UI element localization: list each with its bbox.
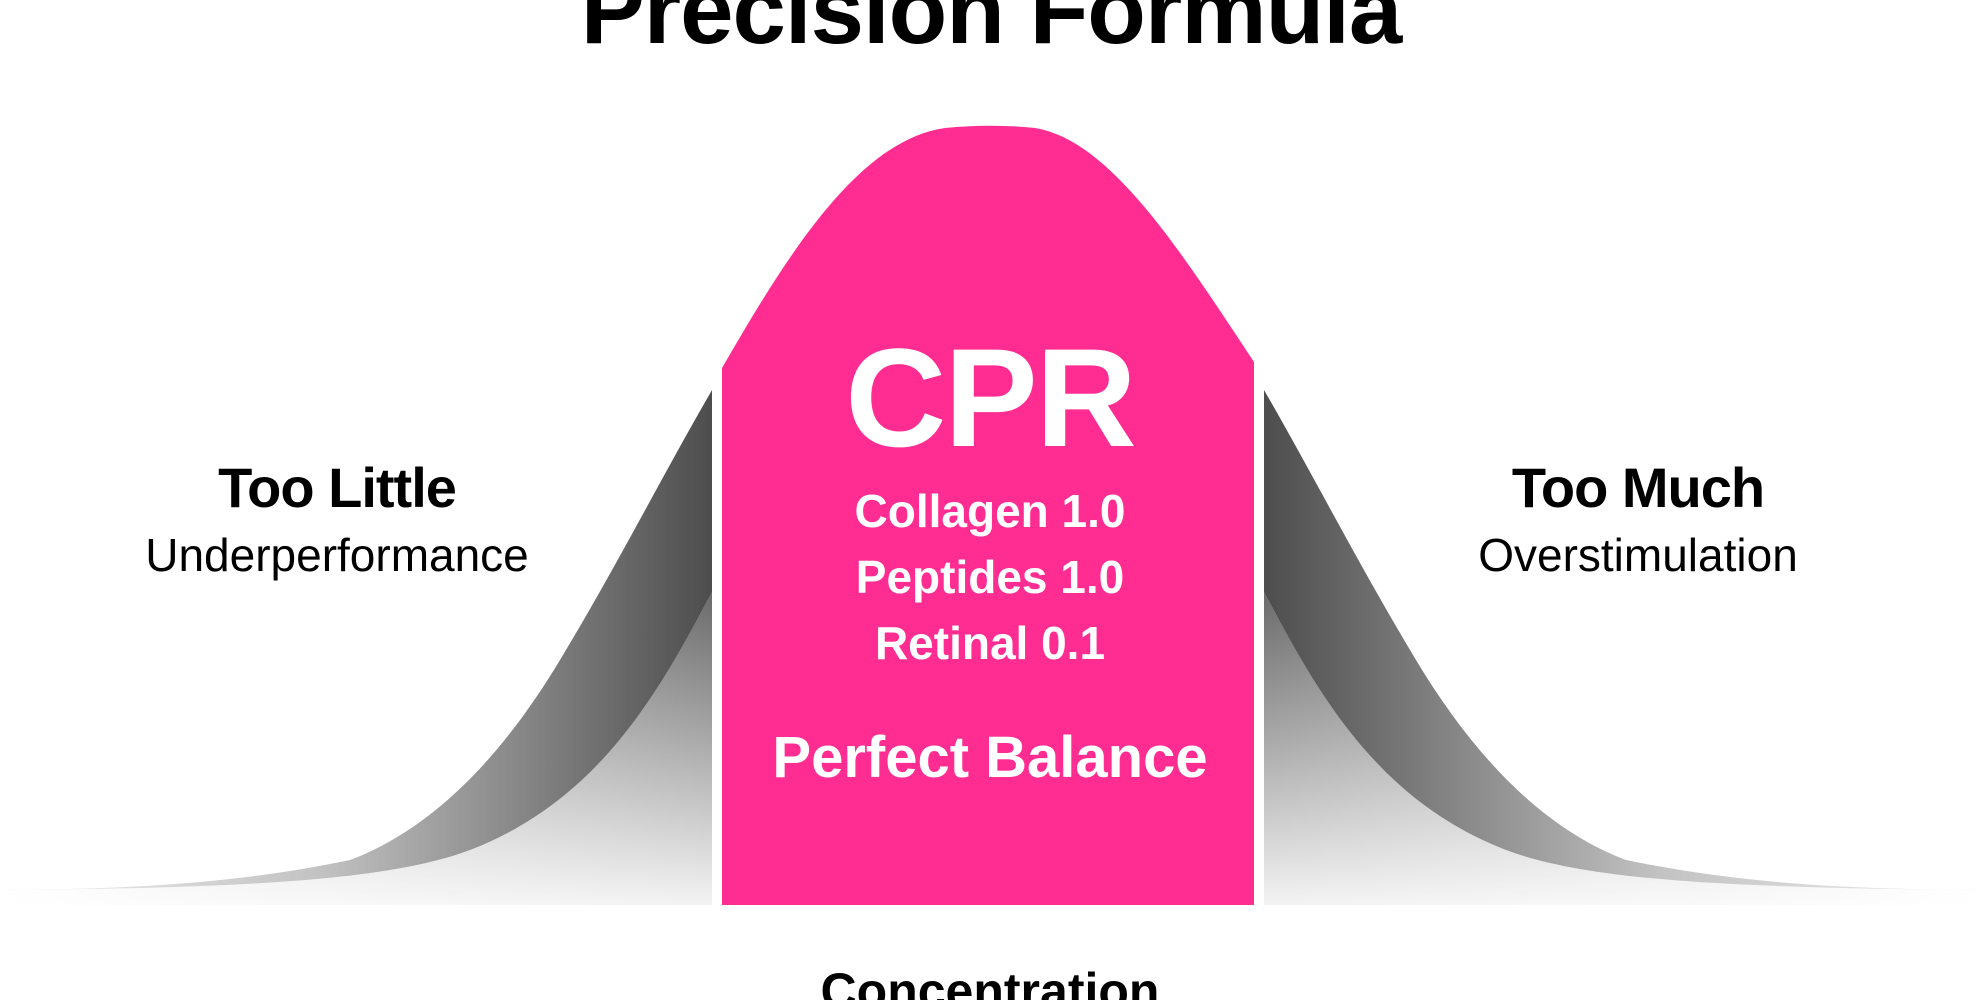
perfect-balance-label: Perfect Balance (772, 725, 1208, 790)
right-tail-region (1264, 390, 1982, 907)
diagram-title: Precision Formula (580, 0, 1403, 64)
right-curve-edge (1264, 390, 1982, 890)
ingredient-collagen: Collagen 1.0 (854, 485, 1126, 537)
ingredient-retinal: Retinal 0.1 (874, 617, 1106, 669)
x-axis-label: Concentration (820, 963, 1160, 1000)
too-much-label: Too Much (1511, 456, 1765, 519)
ingredient-peptides: Peptides 1.0 (855, 551, 1125, 603)
overstimulation-label: Overstimulation (1478, 529, 1798, 581)
optimal-zone-peak (722, 125, 1254, 907)
underperformance-label: Underperformance (145, 529, 529, 581)
product-name: CPR (845, 319, 1137, 476)
left-curve-edge (0, 390, 712, 890)
too-little-label: Too Little (218, 456, 457, 519)
left-tail-region (0, 390, 712, 907)
